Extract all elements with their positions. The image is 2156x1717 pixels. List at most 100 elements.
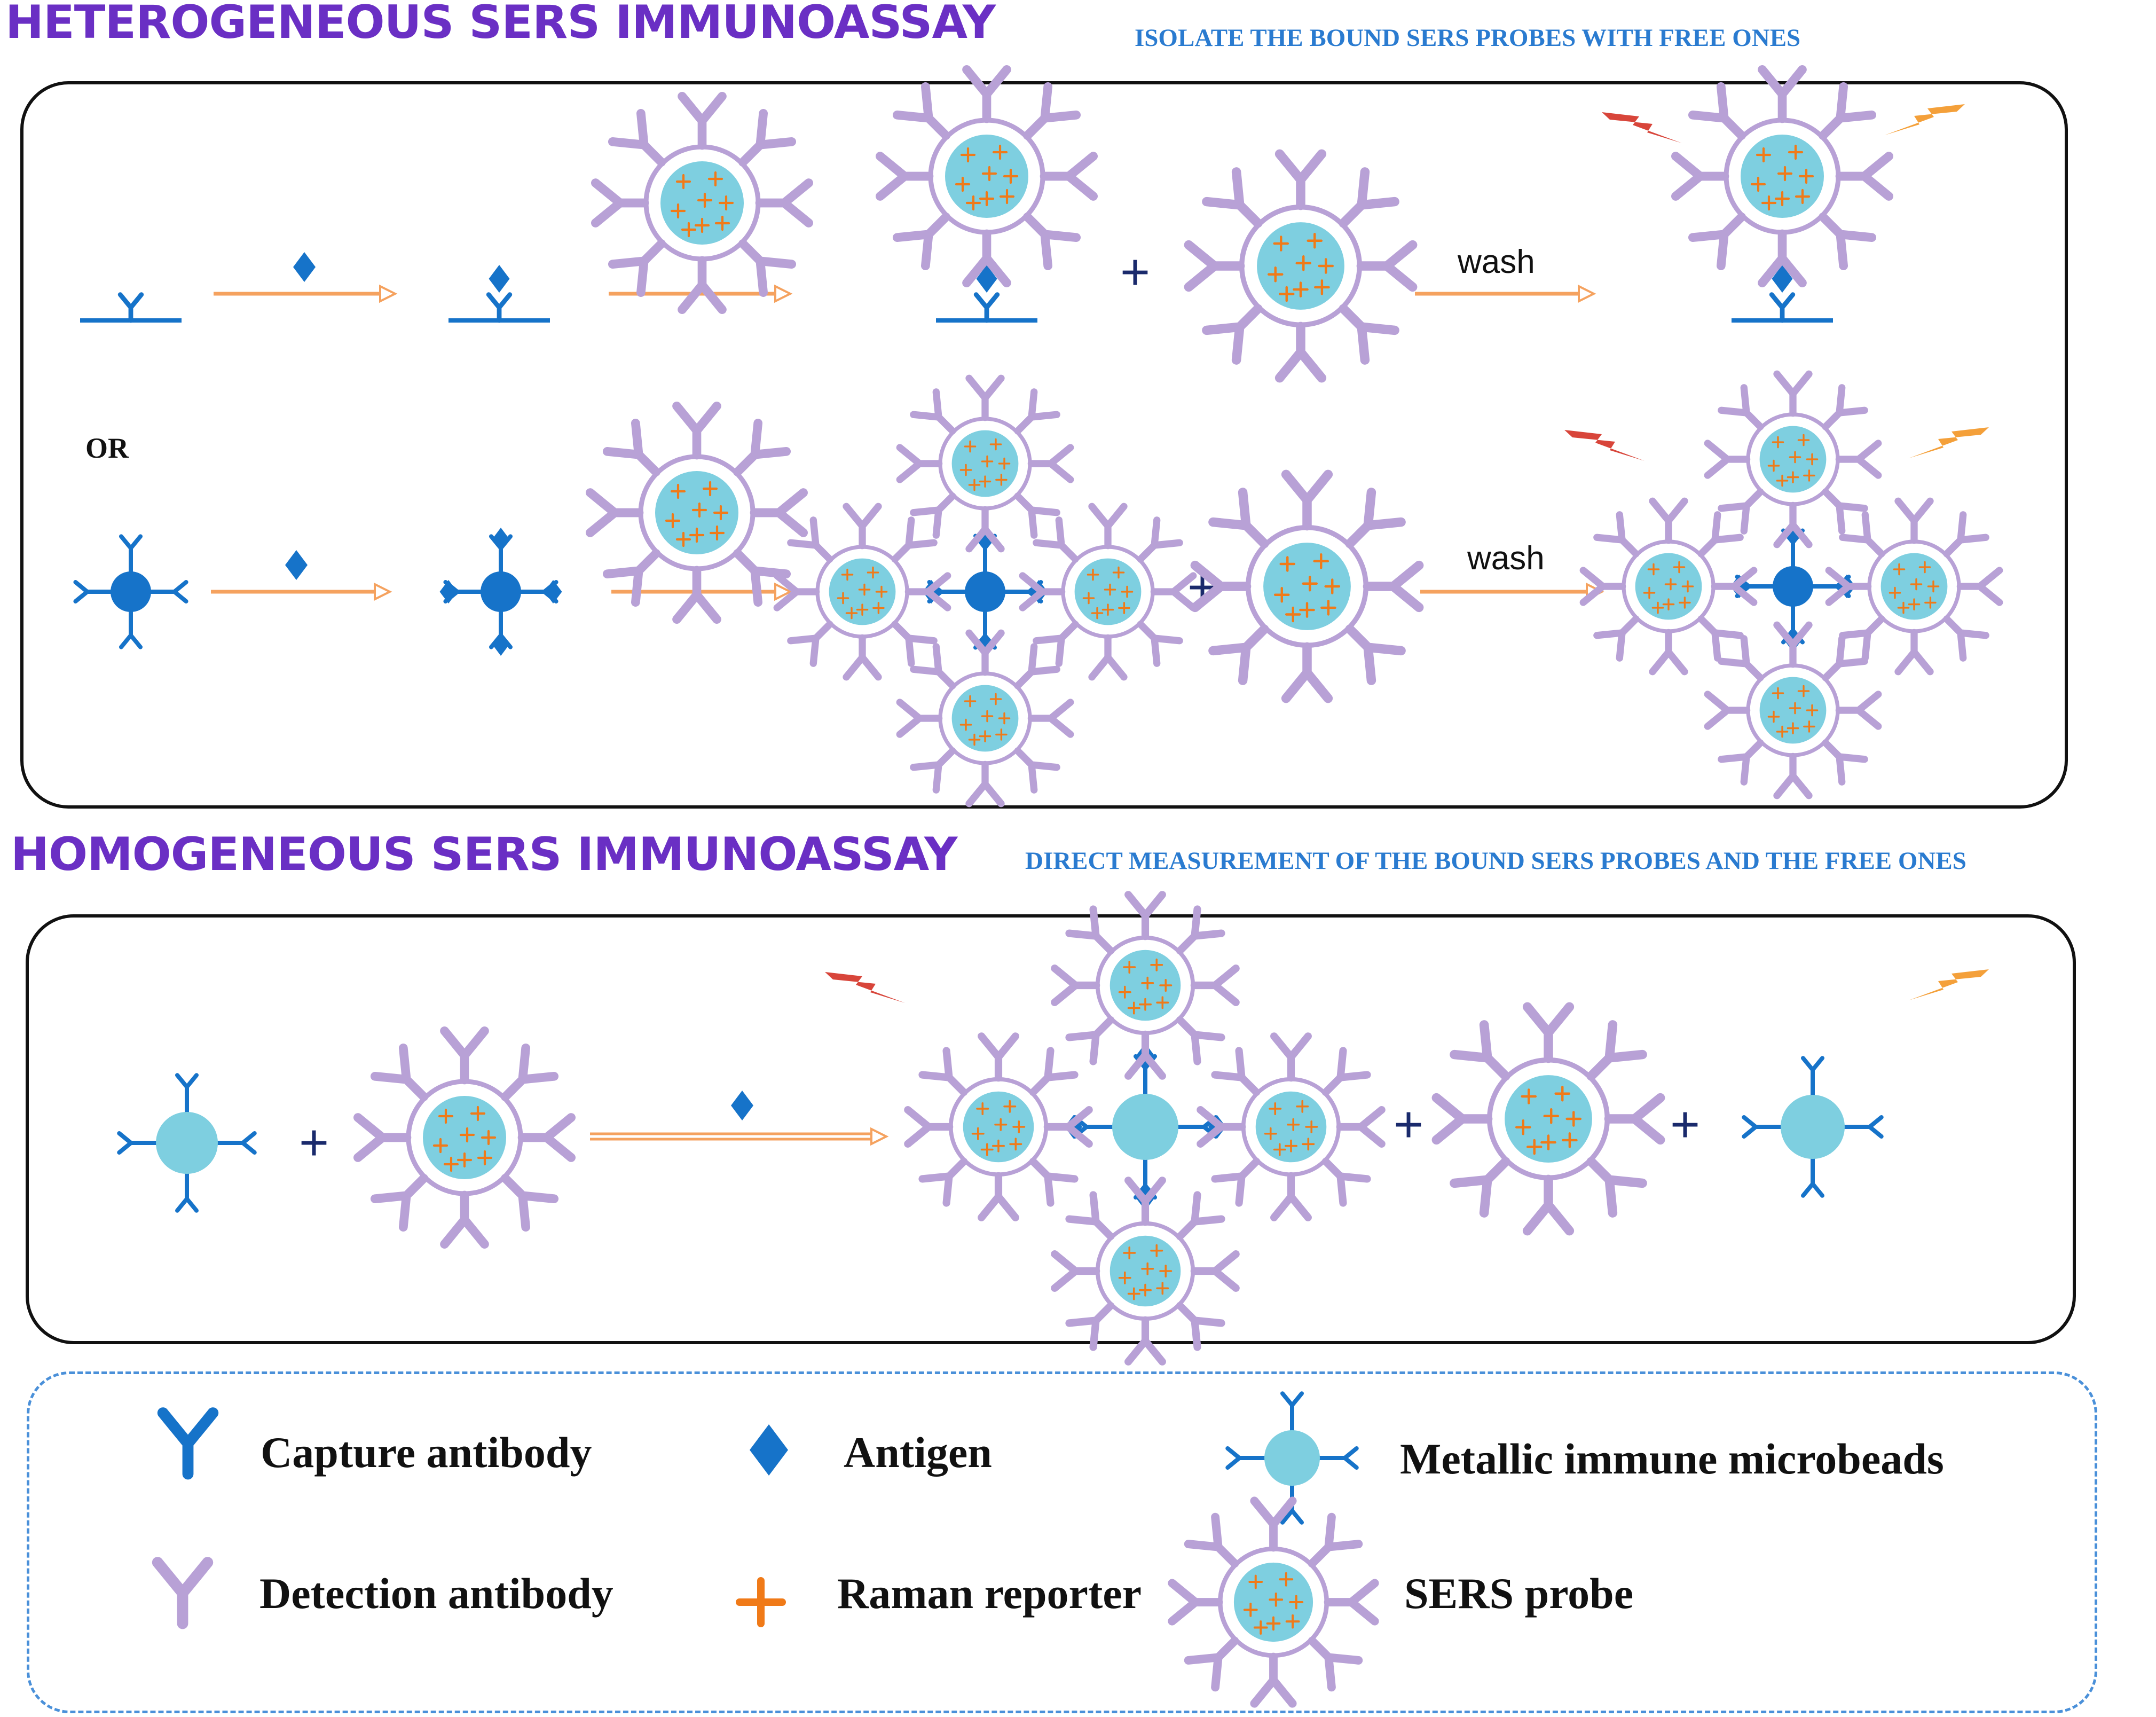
homo-probe-reagent [353,1026,576,1249]
detection-antibody-icon [896,699,943,738]
capture-antibody-icon [1280,1391,1304,1420]
laser-bolt-icon [1885,104,1965,135]
detection-antibody-icon [1697,511,1744,558]
raman-reporter-icon [1803,469,1815,482]
raman-reporter-icon [1761,195,1777,211]
bead-core [111,571,151,612]
raman-reporter-icon [714,215,730,231]
detection-antibody-icon [1704,691,1751,730]
legend-detection-antibody-icon [152,1557,214,1629]
raman-reporter-icon [995,728,1008,741]
detection-antibody-icon [965,506,1005,553]
detection-antibody-icon [904,572,951,611]
detection-antibody-icon [1065,1302,1115,1351]
legend-antigen-icon [750,1424,788,1476]
row2-probe-right [1019,503,1197,681]
row2-result-bottom [1704,621,1882,799]
detection-antibody-icon [678,92,727,150]
arrow-head [379,284,398,303]
detection-antibody-icon [1023,213,1081,271]
detection-antibody-icon [353,1113,412,1162]
raman-reporter-icon [1772,687,1784,700]
raman-reporter-icon [989,693,1002,705]
raman-reporter-icon [1562,1132,1578,1148]
detection-antibody-icon [1124,891,1166,940]
homo-bead-free [1742,1056,1884,1198]
row1-surface-result [1732,265,1833,323]
raman-reporter-icon [438,1108,454,1124]
detection-antibody-icon [918,1157,968,1207]
detection-antibody-icon [787,621,833,667]
plus-sign-homo-2: + [1394,1096,1424,1153]
raman-reporter-icon [1681,580,1694,593]
raman-reporter-icon [1897,601,1910,614]
detection-antibody-icon [1168,1579,1223,1626]
detection-antibody-icon [892,82,950,140]
raman-reporter-icon [1156,1282,1169,1295]
raman-reporter-icon [1924,597,1937,609]
homo-bead-bound [1065,1043,1226,1211]
raman-reporter-icon [1082,592,1095,605]
capture-antibody-icon [175,1185,199,1213]
detection-antibody-icon [1704,440,1751,479]
detection-antibody-icon [1718,384,1764,430]
detection-antibody-icon [843,634,882,681]
detection-antibody-icon [1014,388,1060,435]
detection-antibody-icon [1894,497,1934,544]
laser-bolt-icon [1564,430,1644,461]
raman-reporter-icon [989,438,1002,451]
homogeneous-panel [26,914,2076,1344]
raman-reporter-icon [1664,578,1677,591]
raman-reporter-icon [1289,1595,1304,1610]
detection-antibody-icon [1029,1047,1079,1096]
detection-antibody-icon [918,1047,968,1096]
detection-antibody-icon [1339,167,1399,228]
raman-reporter-icon [1003,1100,1017,1113]
raman-reporter-icon [1279,556,1296,572]
detection-antibody-icon [1040,152,1098,201]
antigen-icon [285,550,308,580]
detection-antibody-icon [1274,149,1327,210]
raman-reporter-icon [1927,580,1940,593]
raman-reporter-icon [432,1138,448,1154]
row2-bead-bound [923,526,1048,657]
homo-probe-bottom [1051,1177,1240,1366]
capture-antibody-icon [160,580,188,603]
raman-reporter-icon [1918,561,1931,574]
raman-reporter-icon [1750,176,1766,192]
raman-reporter-icon [1797,434,1810,446]
raman-reporter-icon [1795,189,1811,205]
bead-core [1112,1094,1178,1160]
row1-arrow-1 [214,284,398,303]
detection-antibody-icon [1773,752,1813,799]
raman-reporter-icon [670,203,686,219]
raman-reporter-icon [1112,566,1125,579]
detection-antibody-icon [876,152,934,201]
raman-reporter-icon [1278,286,1295,302]
raman-reporter-icon [856,603,869,616]
detection-antibody-icon [1023,82,1081,140]
raman-reporter-icon [1285,606,1301,623]
raman-reporter-icon [1159,1265,1173,1277]
raman-reporter-icon [709,525,725,541]
raman-reporter-icon [1787,722,1799,734]
detection-antibody-icon [1345,488,1406,548]
detection-antibody-icon [1579,567,1626,606]
detection-antibody-icon [1250,1496,1297,1552]
detection-antibody-icon [1586,1020,1647,1081]
raman-reporter-icon [1320,600,1336,616]
bead-core [965,571,1005,612]
detection-antibody-icon [1176,1016,1225,1065]
capture-antibody-icon [1742,1115,1770,1139]
row2-probe-left [773,503,951,681]
raman-reporter-icon [964,695,977,708]
detection-antibody-icon [910,388,956,435]
detection-antibody-icon [672,402,721,460]
detection-antibody-icon [1758,65,1807,123]
detection-antibody-icon [1819,213,1877,271]
detection-antibody-icon [1321,1047,1371,1096]
detection-antibody-icon [1822,488,1868,535]
capture-antibody-icon [117,1131,145,1155]
detection-antibody-icon [896,444,943,483]
raman-reporter-icon [1141,1262,1154,1275]
